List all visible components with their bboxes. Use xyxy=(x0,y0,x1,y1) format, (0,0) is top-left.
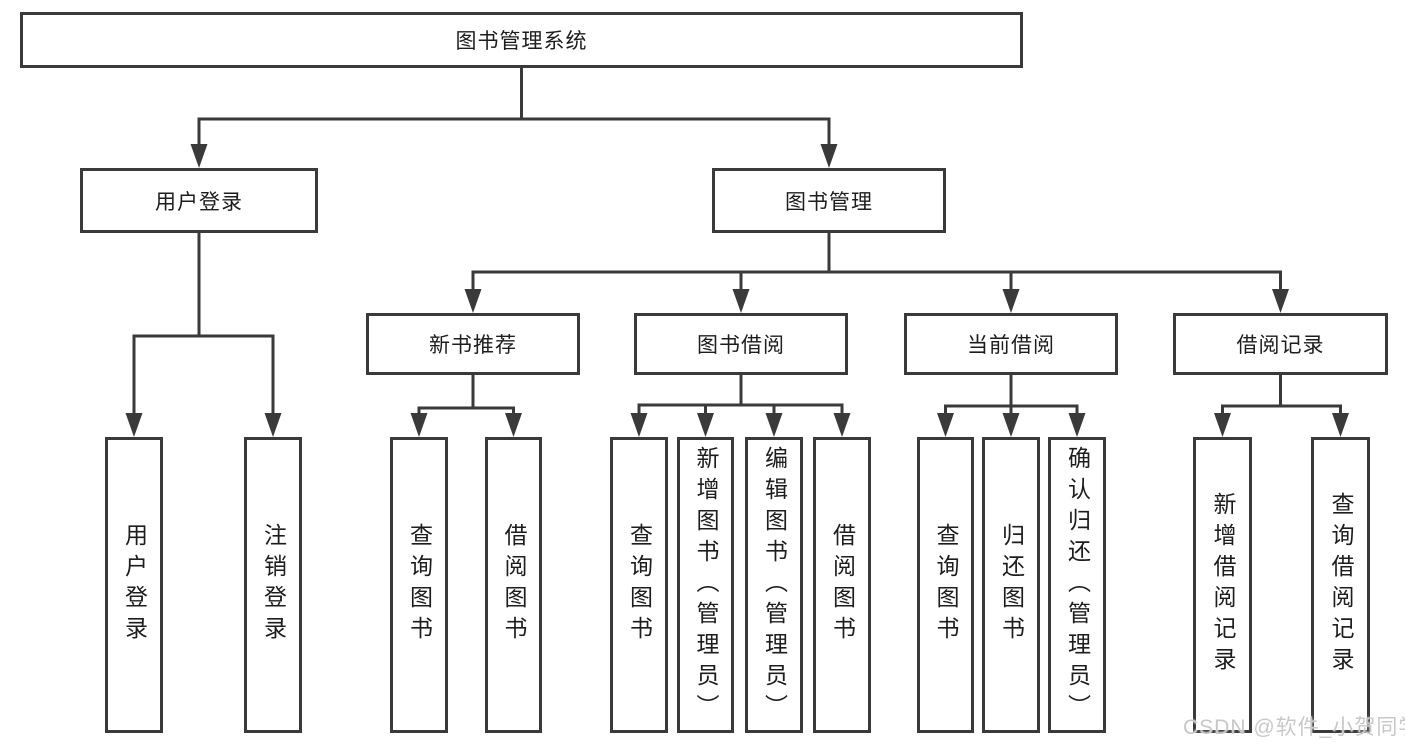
leaf-query-books-borrow-label: 查询图书 xyxy=(626,523,653,647)
leaf-confirm-return-admin-label: 确认归还（管理员） xyxy=(1064,445,1091,725)
leaf-add-borrow-record-label: 新增借阅记录 xyxy=(1210,492,1236,678)
leaf-edit-books-admin-label: 编辑图书（管理员） xyxy=(761,445,788,725)
leaf-query-books-borrow: 查询图书 xyxy=(610,437,668,733)
leaf-borrow-books: 借阅图书 xyxy=(813,437,871,733)
leaf-user-login-label: 用户登录 xyxy=(121,523,148,647)
leaf-edit-books-admin: 编辑图书（管理员） xyxy=(745,437,803,733)
node-new-book-recommend-label: 新书推荐 xyxy=(429,334,517,357)
node-borrowing-records-label: 借阅记录 xyxy=(1236,334,1325,357)
node-current-borrowing-label: 当前借阅 xyxy=(967,334,1055,357)
node-user-login: 用户登录 xyxy=(80,168,318,233)
node-borrowing-records: 借阅记录 xyxy=(1173,313,1388,375)
node-root: 图书管理系统 xyxy=(20,12,1023,68)
node-book-borrowing-label: 图书借阅 xyxy=(697,334,785,357)
leaf-query-books-recommend: 查询图书 xyxy=(390,437,448,733)
leaf-confirm-return-admin: 确认归还（管理员） xyxy=(1048,437,1106,733)
node-root-label: 图书管理系统 xyxy=(455,30,588,53)
leaf-logout: 注销登录 xyxy=(244,437,302,733)
leaf-add-borrow-record: 新增借阅记录 xyxy=(1193,437,1252,733)
leaf-borrow-books-recommend: 借阅图书 xyxy=(485,437,542,733)
leaf-return-books: 归还图书 xyxy=(982,437,1040,733)
leaf-borrow-books-label: 借阅图书 xyxy=(829,523,856,647)
node-current-borrowing: 当前借阅 xyxy=(904,313,1118,375)
leaf-query-books-current-label: 查询图书 xyxy=(933,523,959,647)
leaf-return-books-label: 归还图书 xyxy=(998,523,1025,647)
leaf-user-login: 用户登录 xyxy=(105,437,163,733)
node-book-management: 图书管理 xyxy=(712,168,946,233)
leaf-query-borrow-record: 查询借阅记录 xyxy=(1311,437,1370,733)
node-book-borrowing: 图书借阅 xyxy=(634,313,848,375)
leaf-add-books-admin: 新增图书（管理员） xyxy=(677,437,734,733)
leaf-query-books-current: 查询图书 xyxy=(917,437,974,733)
leaf-add-books-admin-label: 新增图书（管理员） xyxy=(693,445,719,725)
node-user-login-label: 用户登录 xyxy=(155,190,243,214)
leaf-query-books-recommend-label: 查询图书 xyxy=(406,523,433,647)
leaf-query-borrow-record-label: 查询借阅记录 xyxy=(1328,492,1354,678)
watermark: CSDN @软件_小贺同学 xyxy=(1183,716,1405,739)
node-book-management-label: 图书管理 xyxy=(785,190,873,214)
node-new-book-recommend: 新书推荐 xyxy=(366,313,580,375)
leaf-borrow-books-recommend-label: 借阅图书 xyxy=(501,523,527,647)
leaf-logout-label: 注销登录 xyxy=(260,523,287,647)
